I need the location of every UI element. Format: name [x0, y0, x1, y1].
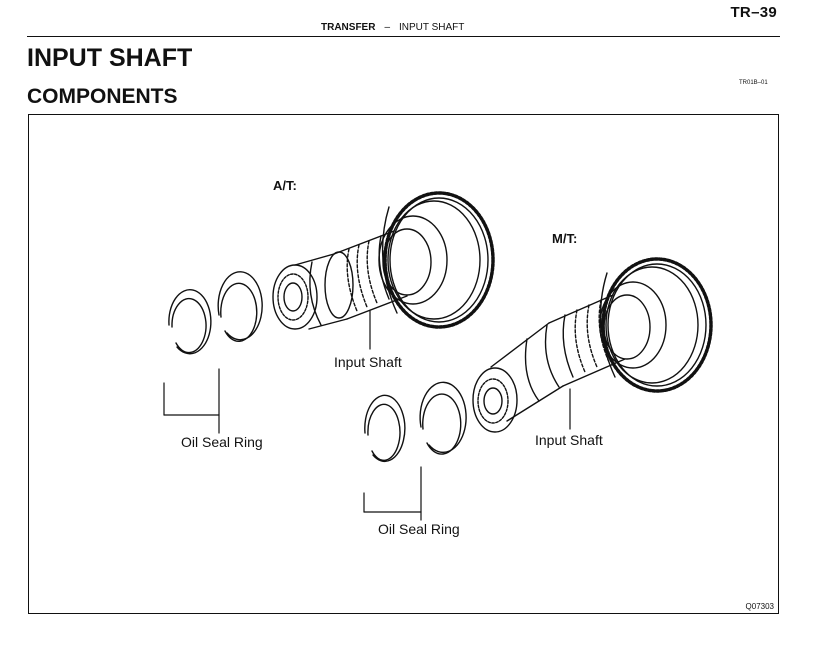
input-shaft-at-label: Input Shaft — [334, 354, 402, 370]
oil-seal-rings-left-drawing — [168, 271, 263, 355]
at-input-shaft-drawing — [272, 191, 495, 330]
document-code: TR01B–01 — [739, 80, 768, 86]
section-name: TRANSFER — [321, 22, 376, 33]
running-head: TRANSFER–INPUT SHAFT — [321, 22, 464, 33]
figure-code: Q07303 — [745, 602, 774, 611]
topic-name: INPUT SHAFT — [399, 22, 465, 33]
oil-seal-rings-center-drawing — [364, 381, 467, 463]
components-figure: A/T: M/T: Input Shaft Input Shaft Oil Se… — [28, 114, 779, 614]
oil-seal-ring-center-label: Oil Seal Ring — [378, 521, 460, 537]
components-illustration — [163, 191, 713, 521]
input-shaft-mt-label: Input Shaft — [535, 432, 603, 448]
header-rule — [27, 36, 780, 37]
page-subtitle: COMPONENTS — [27, 85, 178, 108]
mt-input-shaft-drawing — [472, 257, 713, 433]
running-head-separator: – — [384, 22, 391, 33]
mt-label: M/T: — [552, 231, 578, 246]
at-label: A/T: — [273, 178, 297, 193]
page-number: TR–39 — [730, 4, 777, 21]
leader-lines — [163, 310, 571, 521]
oil-seal-ring-left-label: Oil Seal Ring — [181, 434, 263, 450]
page-title: INPUT SHAFT — [27, 44, 193, 72]
